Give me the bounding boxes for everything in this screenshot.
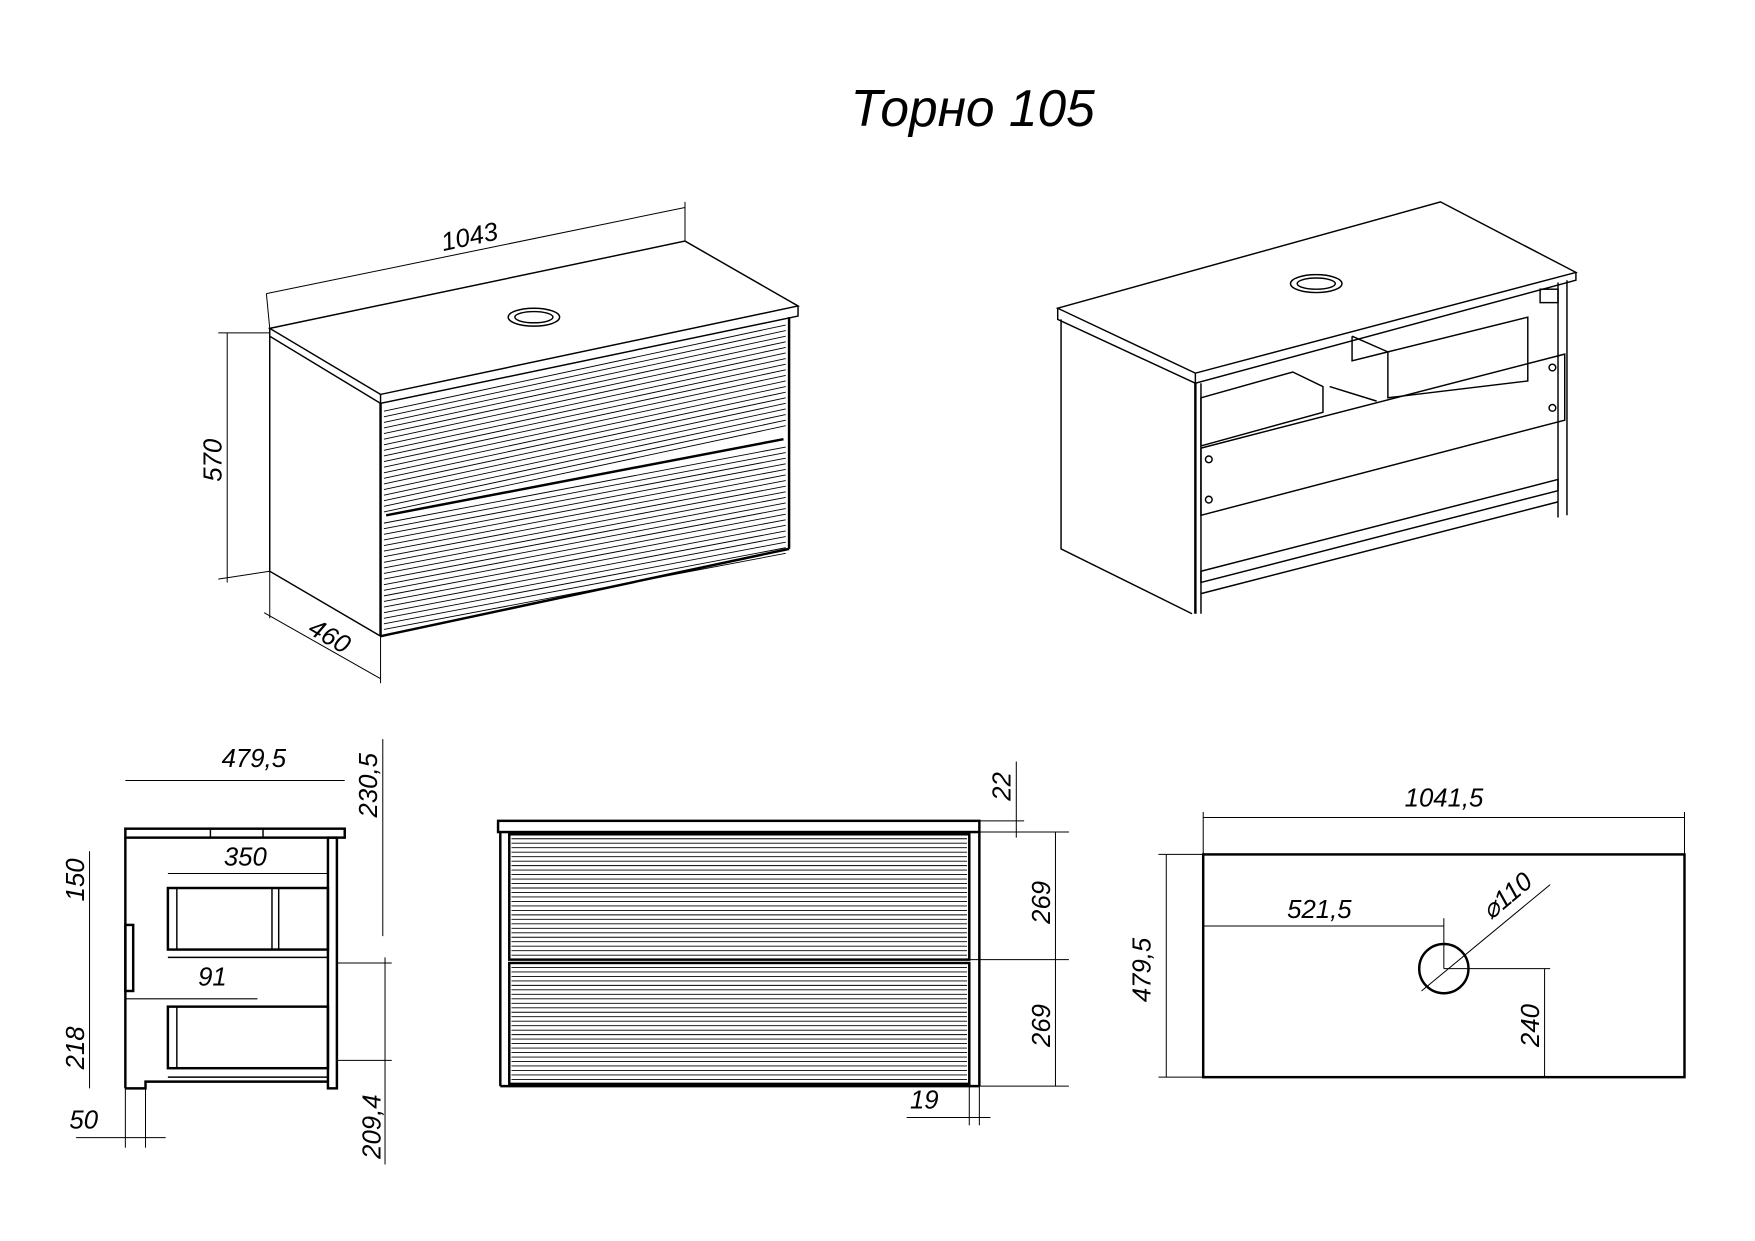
flute-line: [383, 474, 786, 552]
flute-line: [383, 419, 786, 507]
dim-91: 91: [198, 963, 227, 991]
flute-line: [383, 463, 786, 541]
dim-hole-diameter: ⌀110: [1477, 867, 1539, 925]
flute-line: [383, 352, 786, 440]
flute-line: [383, 363, 786, 451]
flute-line: [383, 425, 786, 513]
dim-269-upper: 269: [1028, 881, 1056, 925]
flute-line: [383, 446, 786, 524]
flute-line: [383, 374, 786, 463]
flute-line: [383, 408, 786, 496]
dim-width: 1043: [439, 218, 501, 257]
dim-269-lower: 269: [1028, 1004, 1056, 1048]
iso-front-view: 1043 570 460: [200, 201, 801, 684]
flute-line: [383, 335, 786, 423]
flute-line: [383, 391, 786, 479]
sink-hole: [507, 307, 561, 327]
dim-height: 570: [200, 438, 228, 482]
dim-22: 22: [989, 772, 1017, 802]
dim-218: 218: [62, 1026, 90, 1071]
flute-line: [383, 402, 786, 490]
flute-line: [383, 457, 786, 535]
flute-line: [383, 358, 786, 446]
dim-hole-y: 240: [1517, 1003, 1545, 1048]
flute-line: [383, 324, 786, 412]
flute-line: [383, 414, 786, 502]
flute-line: [383, 452, 786, 530]
flute-line: [383, 330, 786, 418]
dim-hole-x: 521,5: [1287, 896, 1352, 924]
flute-line: [383, 530, 786, 608]
flute-line: [383, 346, 786, 435]
flute-line: [383, 502, 786, 580]
dim-230-5: 230,5: [355, 752, 383, 818]
flute-line: [383, 513, 786, 591]
dim-209-4: 209,4: [359, 1094, 387, 1159]
flute-line: [383, 380, 786, 468]
dim-side-depth: 479,5: [222, 745, 287, 773]
flute-line: [383, 524, 786, 602]
iso-open-view: [1055, 201, 1578, 615]
dim-top-width: 1041,5: [1405, 784, 1484, 812]
flute-line: [383, 491, 786, 569]
sink-hole-back: [1289, 273, 1343, 294]
flute-line: [383, 386, 786, 474]
flute-line: [383, 468, 786, 546]
flute-line: [383, 496, 786, 574]
flute-line: [383, 508, 786, 586]
flute-line: [383, 547, 786, 625]
flute-line: [383, 536, 786, 614]
flute-line: [383, 369, 786, 457]
drawing-title: Торно 105: [851, 79, 1095, 137]
flute-line: [383, 541, 786, 619]
dim-150: 150: [62, 858, 90, 902]
side-view: 479,5 230,5 350 150 91 218 50 209,4: [62, 739, 392, 1165]
dim-depth: 460: [304, 614, 356, 660]
dim-19: 19: [910, 1086, 939, 1114]
flute-line: [383, 552, 786, 630]
dim-top-depth: 479,5: [1129, 937, 1157, 1002]
top-view: 1041,5 479,5 521,5 ⌀110 240: [1129, 784, 1686, 1079]
flute-line: [383, 341, 786, 429]
flute-line: [383, 485, 786, 563]
flute-line: [383, 480, 786, 558]
flute-line: [383, 519, 786, 597]
front-view: 22 269 269 19: [496, 761, 1069, 1126]
flute-line: [383, 397, 786, 485]
dim-350: 350: [224, 844, 268, 872]
dim-50: 50: [69, 1107, 98, 1135]
